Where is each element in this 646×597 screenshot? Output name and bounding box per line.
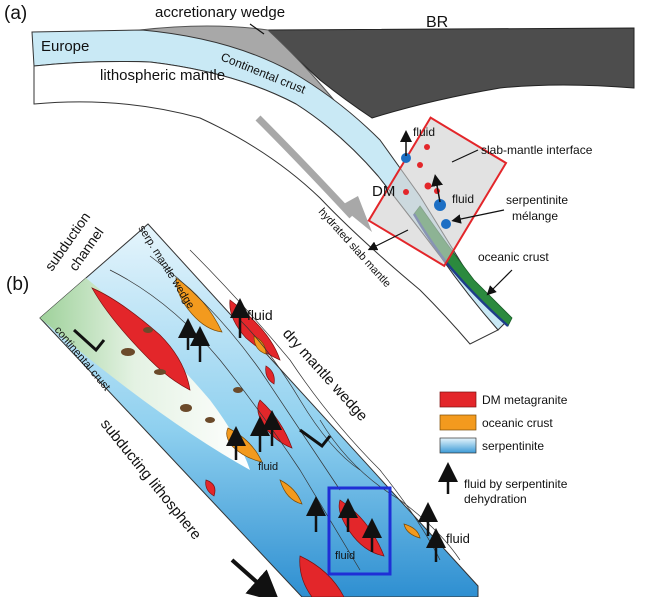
fluid-label-mid: fluid <box>452 192 474 206</box>
panel-b-tag: (b) <box>6 274 29 295</box>
fluid-label-mid-b: fluid <box>258 461 278 473</box>
legend: DM metagranite oceanic crust serpentinit… <box>438 391 568 506</box>
oceanic-crust-pointer <box>486 269 513 296</box>
dm-blob <box>424 144 430 150</box>
fluid-blob <box>441 219 451 229</box>
serpentinite-label: serpentinite <box>506 193 568 207</box>
dm-label: DM <box>372 183 395 200</box>
europe-label: Europe <box>41 38 89 55</box>
melange-label: mélange <box>512 209 558 223</box>
legend-swatch-oceanic <box>439 414 477 431</box>
dm-blob <box>417 162 423 168</box>
panel-b: (b) subduction channel <box>6 209 479 597</box>
continental-crust-channel <box>40 278 250 470</box>
oceanic-crust-label: oceanic crust <box>478 250 549 264</box>
legend-swatch-serpentinite <box>439 437 477 454</box>
melange-pointer <box>451 209 505 224</box>
br-label: BR <box>426 14 448 31</box>
panel-a: (a) BR accretionary wedge Europe Contine… <box>4 3 635 345</box>
fluid-blob <box>434 199 446 211</box>
legend-label-dm: DM metagranite <box>482 393 568 407</box>
fluid-label-right: fluid <box>446 531 470 546</box>
legend-label-oceanic: oceanic crust <box>482 416 553 430</box>
br-plate <box>266 27 635 119</box>
dm-blob <box>403 189 409 195</box>
fluid-label-top: fluid <box>413 125 435 139</box>
shear-arrow <box>72 328 106 353</box>
fluid-label-box: fluid <box>335 550 355 562</box>
dm-blob <box>424 182 432 190</box>
legend-label-serpentinite: serpentinite <box>482 439 544 453</box>
lithospheric-mantle-label: lithospheric mantle <box>100 67 225 84</box>
fluid-label-top-b: fluid <box>247 307 273 323</box>
legend-label-fluid-2: dehydration <box>464 492 527 506</box>
subduction-motion-arrow <box>255 115 355 219</box>
focus-box <box>327 486 392 576</box>
legend-swatch-dm <box>439 391 477 408</box>
shear-arrow <box>299 428 332 449</box>
brown-fragments <box>121 327 243 423</box>
subduction-direction-arrow <box>230 558 280 597</box>
fluid-arrow <box>431 174 443 203</box>
accretionary-wedge-label: accretionary wedge <box>155 4 285 21</box>
fluid-blob <box>401 153 411 163</box>
subduction-motion-arrowhead <box>340 196 372 232</box>
interface-pointer <box>451 149 479 163</box>
fluid-arrows <box>178 298 446 562</box>
panel-a-tag: (a) <box>4 3 27 24</box>
hydrated-pointer <box>367 229 409 251</box>
slab-mantle-interface-label: slab-mantle interface <box>481 143 593 157</box>
legend-label-fluid-1: fluid by serpentinite <box>464 477 568 491</box>
accretionary-wedge-pointer <box>249 23 265 35</box>
lithospheric-mantle-shape <box>33 61 499 345</box>
